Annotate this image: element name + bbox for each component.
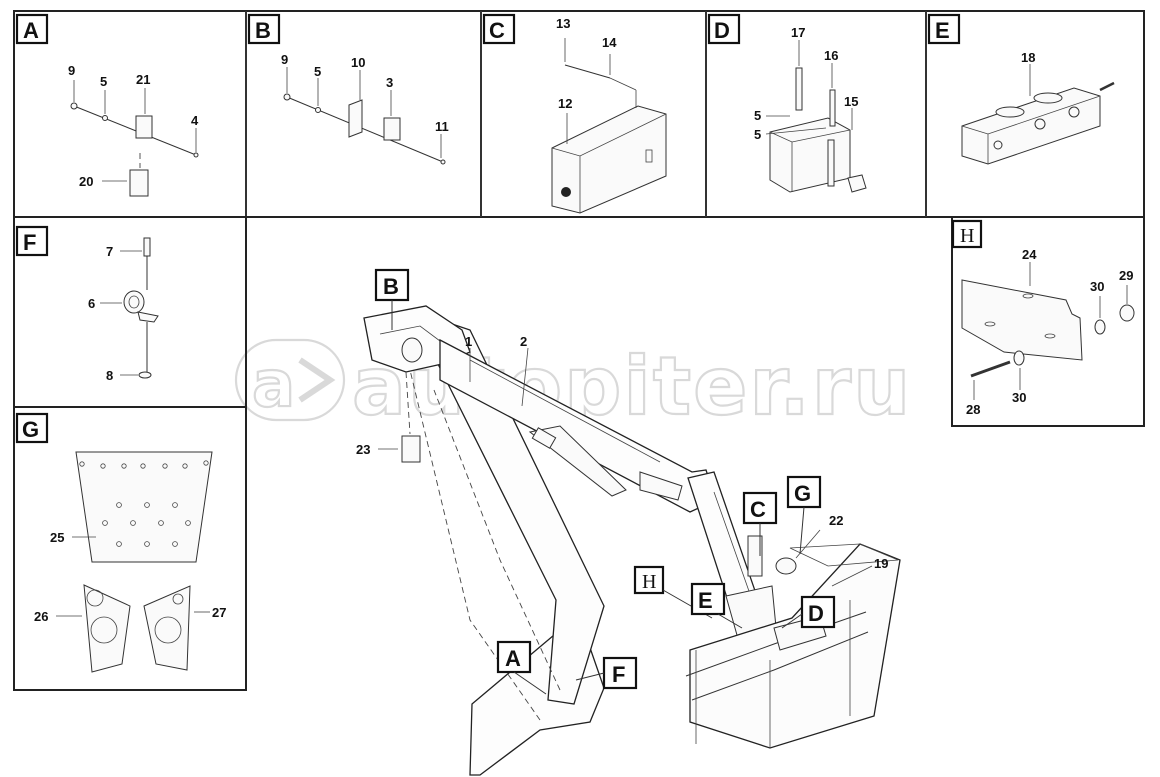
panel-g: G 25 26 27 (15, 412, 226, 673)
main-tag-e: E (698, 588, 713, 613)
callout-e-18: 18 (1021, 50, 1035, 65)
panel-a-tag: A (23, 18, 39, 43)
callout-d-17: 17 (791, 25, 805, 40)
callout-main-23: 23 (356, 442, 370, 457)
a-arrow-logo: a (234, 338, 346, 423)
callout-b-10: 10 (351, 55, 365, 70)
panel-d: D 17 16 5 5 15 (707, 13, 867, 193)
callout-h-24: 24 (1022, 247, 1037, 262)
panel-f-tag: F (23, 230, 36, 255)
main-tag-c: C (750, 497, 766, 522)
callout-g-26: 26 (34, 609, 48, 624)
callout-main-19: 19 (874, 556, 888, 571)
panel-e: E 18 (927, 13, 1115, 165)
panel-h-tag: H (960, 225, 974, 247)
panel-c-tag: C (489, 18, 505, 43)
main-tag-h: H (642, 571, 656, 593)
panel-b-tag: B (255, 18, 271, 43)
panel-c: C 13 14 12 (482, 13, 667, 214)
callout-g-27: 27 (212, 605, 226, 620)
callout-main-2: 2 (520, 334, 527, 349)
callout-c-13: 13 (556, 16, 570, 31)
main-tag-f: F (612, 662, 625, 687)
callout-b-5: 5 (314, 64, 321, 79)
panel-d-tag: D (714, 18, 730, 43)
callout-a-21: 21 (136, 72, 150, 87)
callout-c-12: 12 (558, 96, 572, 111)
callout-a-4: 4 (191, 113, 199, 128)
main-tag-d: D (808, 601, 824, 626)
callout-h-30a: 30 (1090, 279, 1104, 294)
panel-g-tag: G (22, 417, 39, 442)
panel-f: F 7 6 8 (15, 225, 159, 383)
callout-main-1: 1 (465, 334, 472, 349)
callout-a-5: 5 (100, 74, 107, 89)
callout-h-30b: 30 (1012, 390, 1026, 405)
panel-h: H 24 30 29 28 30 (951, 219, 1135, 417)
callout-h-28: 28 (966, 402, 980, 417)
callout-d-5b: 5 (754, 127, 761, 142)
callout-b-9: 9 (281, 52, 288, 67)
callout-h-29: 29 (1119, 268, 1133, 283)
callout-d-16: 16 (824, 48, 838, 63)
callout-c-14: 14 (602, 35, 617, 50)
main-detail-tags: B A F C G H E D (374, 268, 836, 695)
callout-f-8: 8 (106, 368, 113, 383)
panel-a: A 9 5 21 4 20 (15, 13, 199, 197)
callout-main-22: 22 (829, 513, 843, 528)
callout-d-15: 15 (844, 94, 858, 109)
panel-e-tag: E (935, 18, 950, 43)
main-boom-assembly: 1 2 23 22 19 (356, 305, 901, 776)
callout-a-9: 9 (68, 63, 75, 78)
main-tag-b: B (383, 274, 399, 299)
svg-text:a: a (252, 348, 297, 422)
callout-d-5a: 5 (754, 108, 761, 123)
panel-b: B 9 5 10 3 11 (247, 13, 449, 165)
callout-b-3: 3 (386, 75, 393, 90)
callout-a-20: 20 (79, 174, 93, 189)
callout-f-6: 6 (88, 296, 95, 311)
callout-g-25: 25 (50, 530, 64, 545)
main-tag-a: A (505, 646, 521, 671)
callout-b-11: 11 (435, 119, 449, 134)
callout-f-7: 7 (106, 244, 113, 259)
panel-frames (13, 10, 1145, 691)
main-tag-g: G (794, 481, 811, 506)
